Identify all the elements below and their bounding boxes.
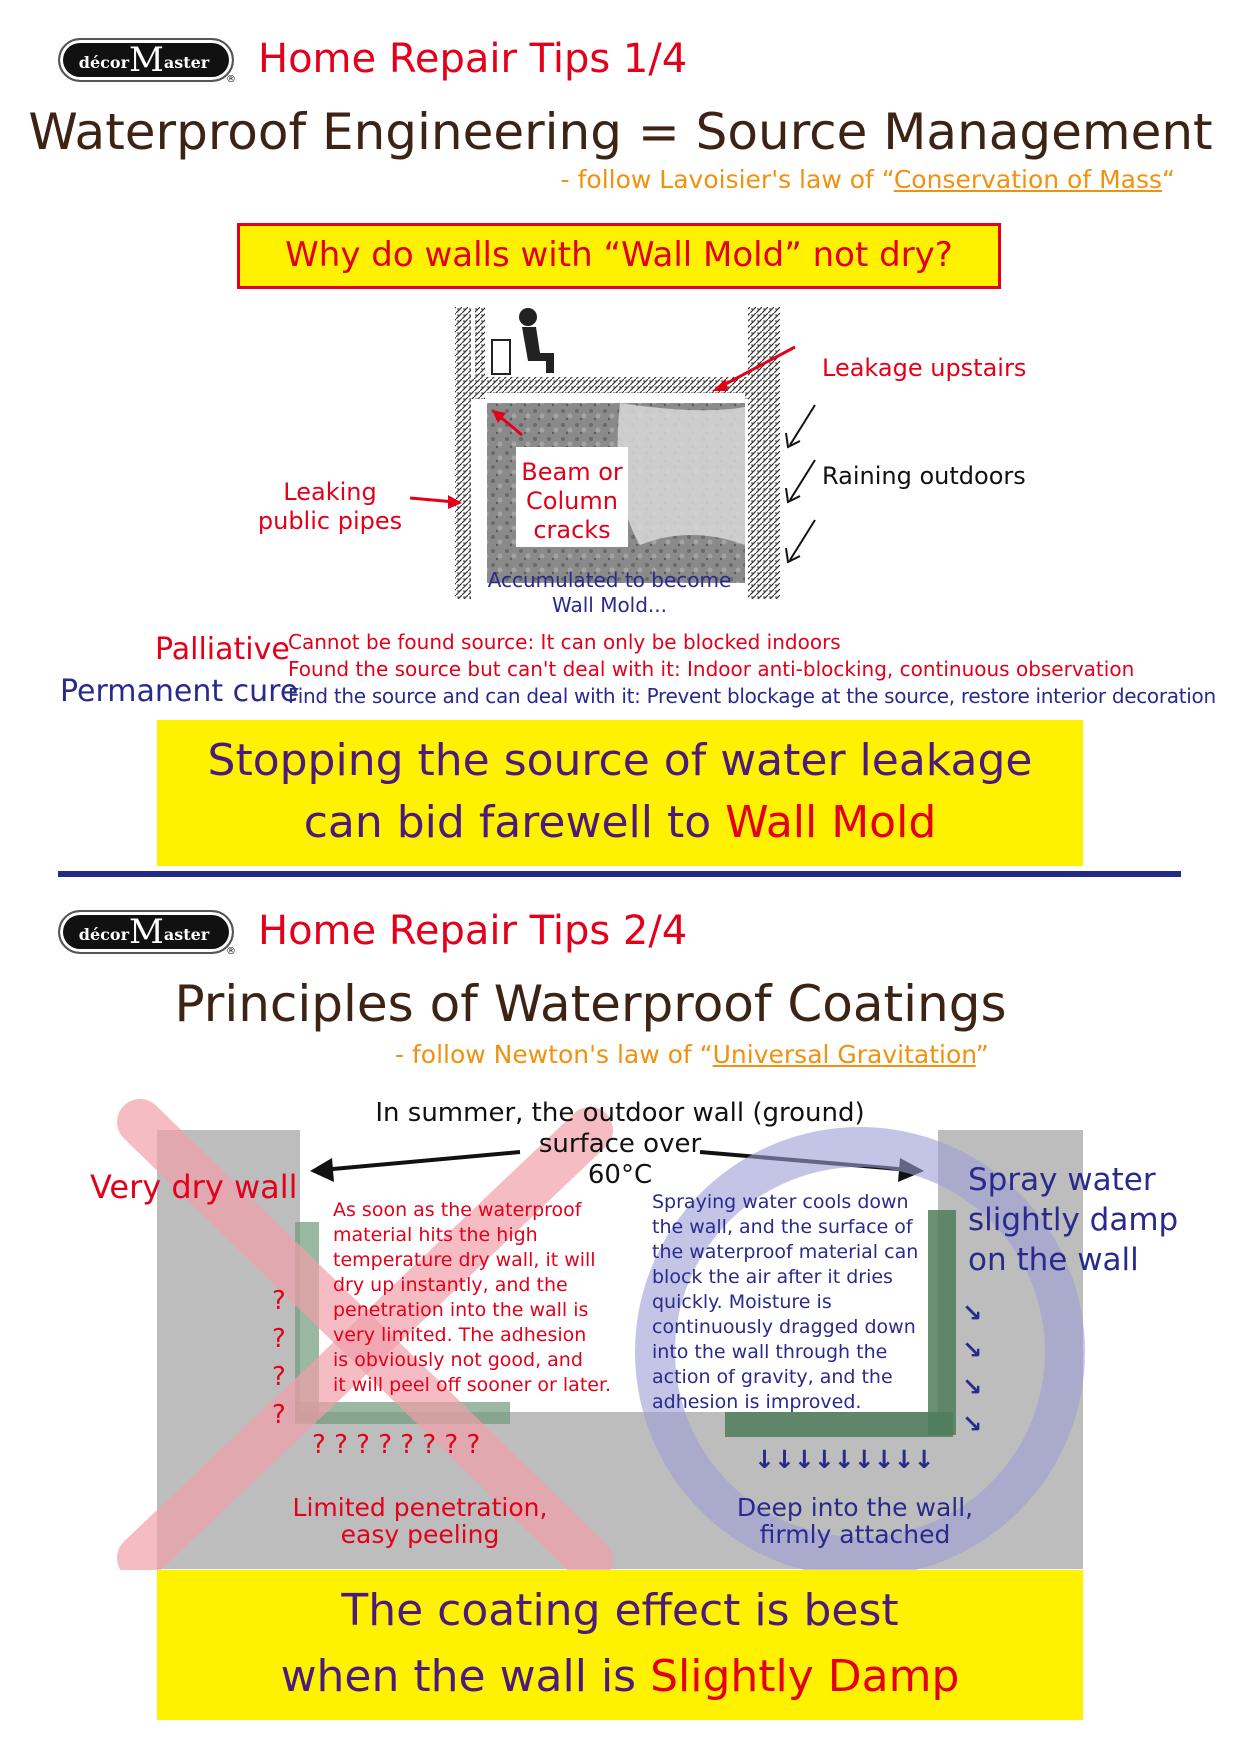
diagonal-arrows: ↘↘↘↘: [962, 1299, 983, 1438]
beam-label-box: [516, 447, 628, 547]
down-arrows: ↓↓↓↓↓↓↓↓↓: [754, 1445, 935, 1474]
deep-label: Deep into the wall,firmly attached: [736, 1493, 974, 1549]
right-coating-horizontal: [725, 1412, 953, 1437]
building-diagram: [409, 307, 816, 599]
brand-logo-2: décorMaster ®: [58, 908, 238, 958]
tip2-banner: The coating effect is best when the wall…: [157, 1570, 1083, 1720]
question-marks-row: ? ? ? ? ? ? ? ?: [312, 1430, 481, 1460]
correct-circle: [635, 1127, 1085, 1570]
tip2-law-link[interactable]: Universal Gravitation: [712, 1040, 976, 1069]
summer-text: In summer, the outdoor wall (ground)surf…: [375, 1098, 865, 1190]
question-marks-vertical: ????: [272, 1286, 286, 1430]
tip1-law-link[interactable]: Conservation of Mass: [893, 165, 1163, 194]
leakage-upstairs-label: Leakage upstairs: [822, 354, 1027, 382]
gray-wall: [157, 1130, 1083, 1569]
tip2-heading: Home Repair Tips 2/4: [258, 908, 688, 954]
section-divider: [58, 871, 1181, 877]
tip1-heading: Home Repair Tips 1/4: [258, 36, 688, 82]
left-wall: [455, 307, 471, 599]
tip1-banner: Stopping the source of water leakage can…: [157, 720, 1083, 866]
limited-label: Limited penetration,easy peeling: [292, 1493, 548, 1549]
palliative-line-1: Cannot be found source: It can only be b…: [288, 630, 841, 654]
tip1-question: Why do walls with “Wall Mold” not dry?: [237, 223, 1001, 289]
permanent-line: Find the source and can deal with it: Pr…: [288, 684, 1216, 708]
tip1-law: - follow Lavoisier's law of “Conservatio…: [560, 165, 1175, 194]
coating-diagram: [117, 1099, 1085, 1570]
very-dry-label: Very dry wall: [90, 1168, 298, 1206]
raining-outdoors-label: Raining outdoors: [822, 462, 1026, 490]
tip2-title: Principles of Waterproof Coatings: [174, 975, 1007, 1033]
toilet-icon: [491, 339, 511, 375]
tip1-title: Waterproof Engineering = Source Manageme…: [28, 103, 1213, 161]
permanent-label: Permanent cure: [60, 674, 299, 709]
right-wall: [748, 307, 780, 599]
palliative-label: Palliative: [155, 632, 290, 667]
right-coating-vertical: [928, 1210, 956, 1435]
wrong-cross-b: [117, 1107, 613, 1570]
brand-logo: décorMaster ®: [58, 36, 238, 86]
person-icon: [519, 308, 537, 326]
palliative-line-2: Found the source but can't deal with it:…: [288, 657, 1135, 681]
tip2-law: - follow Newton's law of “Universal Grav…: [395, 1040, 989, 1069]
